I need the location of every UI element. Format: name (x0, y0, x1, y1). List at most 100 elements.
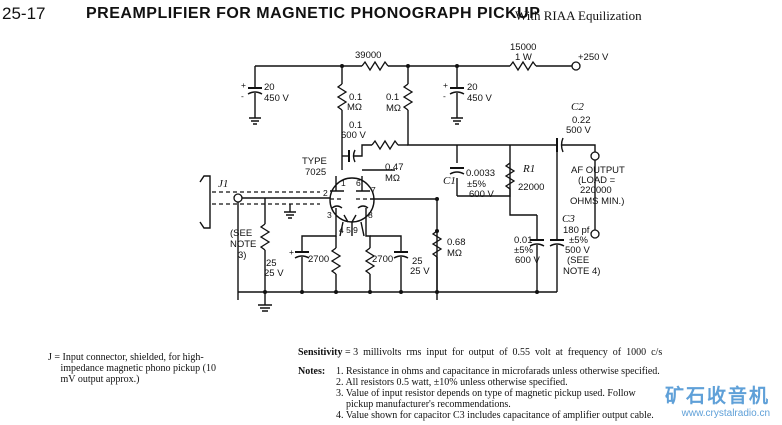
svg-text:0.1: 0.1 (349, 92, 362, 103)
filter-capacitor-2 (449, 66, 465, 125)
watermark-url: www.crystalradio.cn (681, 408, 770, 419)
svg-text:±5%: ±5% (467, 179, 486, 190)
note-2: 2. All resistors 0.5 watt, ±10% unless o… (336, 377, 568, 388)
svg-text:+: + (443, 80, 448, 90)
svg-text:OHMS MIN.): OHMS MIN.) (570, 196, 624, 207)
svg-text:TYPE: TYPE (302, 156, 327, 167)
filter-capacitor-1 (247, 66, 263, 125)
r-top-label: 39000 (355, 50, 381, 61)
svg-text:-: - (241, 91, 244, 101)
svg-text:±5%: ±5% (569, 235, 588, 246)
plate-resistor-1 (336, 66, 348, 155)
svg-text:+: + (241, 80, 246, 90)
svg-text:0.0033: 0.0033 (466, 168, 495, 179)
svg-text:20: 20 (264, 82, 275, 93)
sensitivity-text: = 3 millivolts rms input for output of 0… (342, 347, 663, 358)
svg-text:500 V: 500 V (565, 245, 590, 256)
svg-text:2: 2 (323, 188, 328, 198)
sensitivity-label: Sensitivity (298, 347, 343, 358)
svg-text:-: - (443, 91, 446, 101)
svg-text:C3: C3 (562, 213, 575, 225)
note-4: 4. Value shown for capacitor C3 includes… (336, 410, 654, 421)
svg-text:1: 1 (341, 178, 346, 188)
svg-text:4 5 9: 4 5 9 (339, 225, 358, 235)
svg-text:450 V: 450 V (264, 93, 289, 104)
svg-text:MΩ: MΩ (447, 248, 462, 259)
svg-text:25: 25 (266, 258, 277, 269)
cathode-capacitor-1 (294, 222, 337, 292)
svg-text:3: 3 (327, 210, 332, 220)
svg-text:0.22: 0.22 (572, 115, 591, 126)
svg-text:20: 20 (467, 82, 478, 93)
svg-text:NOTE: NOTE (230, 239, 256, 250)
svg-text:(LOAD =: (LOAD = (578, 175, 616, 186)
svg-text:450 V: 450 V (467, 93, 492, 104)
supply-label: +250 V (578, 52, 609, 63)
svg-text:0.1: 0.1 (349, 120, 362, 131)
output-capacitor-c2 (556, 137, 600, 161)
svg-text:0.47: 0.47 (385, 162, 404, 173)
plate-resistor-2 (402, 66, 557, 146)
grid-resistor (431, 230, 443, 292)
svg-text:0.01: 0.01 (514, 235, 533, 246)
svg-text:8: 8 (368, 210, 373, 220)
capacitor-c3 (549, 145, 600, 292)
svg-text:220000: 220000 (580, 185, 612, 196)
svg-text:25 V: 25 V (410, 266, 430, 277)
svg-text:+: + (289, 247, 294, 257)
svg-text:NOTE 4): NOTE 4) (563, 266, 600, 277)
svg-text:7: 7 (371, 185, 376, 195)
cathode-resistor-2 (364, 222, 402, 292)
sensitivity-line: Sensitivity = 3 millivolts rms input for… (298, 347, 662, 358)
watermark-title: 矿石收音机 (664, 385, 770, 407)
svg-text:R1: R1 (522, 163, 535, 175)
supply-terminal (571, 61, 581, 71)
input-jack-j1 (199, 175, 330, 300)
svg-text:7025: 7025 (305, 167, 326, 178)
note-3a: 3. Value of input resistor depends on ty… (336, 388, 636, 399)
svg-text:600 V: 600 V (469, 189, 494, 200)
svg-text:3): 3) (238, 250, 246, 261)
cathode-resistor-1 (330, 236, 342, 292)
input-resistor (259, 198, 271, 292)
cathode-capacitor-2 (393, 251, 409, 292)
ground-bus (238, 290, 557, 312)
svg-text:600 V: 600 V (515, 255, 540, 266)
svg-text:180 pf: 180 pf (563, 225, 590, 236)
svg-text:C2: C2 (571, 101, 584, 113)
b-plus-rail (255, 60, 581, 72)
watermark: 矿石收音机 www.crystalradio.cn (665, 381, 770, 419)
eq-network-c1-r1 (449, 145, 537, 216)
note-1: 1. Resistance in ohms and capacitance in… (336, 366, 660, 377)
svg-text:(SEE: (SEE (230, 228, 252, 239)
figure-number: 25-17 (2, 4, 46, 23)
figure-title: PREAMPLIFIER FOR MAGNETIC PHONOGRAPH PIC… (86, 5, 541, 22)
svg-text:MΩ: MΩ (347, 102, 362, 113)
svg-text:0.1: 0.1 (386, 92, 399, 103)
af-output-label: AF OUTPUT (571, 165, 625, 176)
r-supply-label: 15000 (510, 42, 536, 53)
notes-label: Notes: (298, 366, 326, 377)
svg-text:±5%: ±5% (514, 245, 533, 256)
svg-text:25: 25 (412, 256, 423, 267)
jack-note: J = Input connector, shielded, for high-… (48, 352, 217, 385)
svg-text:J1: J1 (218, 178, 228, 190)
r-supply-watt: 1 W (515, 52, 532, 63)
svg-text:2700: 2700 (372, 254, 393, 265)
feedback-resistor (371, 139, 408, 151)
note-3b: pickup manufacturer's recommendations. (336, 399, 511, 410)
svg-text:600 V: 600 V (341, 130, 366, 141)
svg-text:25 V: 25 V (264, 268, 284, 279)
svg-text:MΩ: MΩ (386, 103, 401, 114)
svg-text:C1: C1 (443, 175, 456, 187)
svg-text:2700: 2700 (308, 254, 329, 265)
eq-capacitor-001 (529, 215, 545, 292)
svg-text:0.68: 0.68 (447, 237, 466, 248)
svg-text:500 V: 500 V (566, 125, 591, 136)
figure-subtitle: With RIAA Equilization (515, 8, 642, 23)
svg-text:22000: 22000 (518, 182, 544, 193)
coupling-capacitor (341, 144, 372, 170)
svg-text:MΩ: MΩ (385, 173, 400, 184)
svg-text:(SEE: (SEE (567, 255, 589, 266)
